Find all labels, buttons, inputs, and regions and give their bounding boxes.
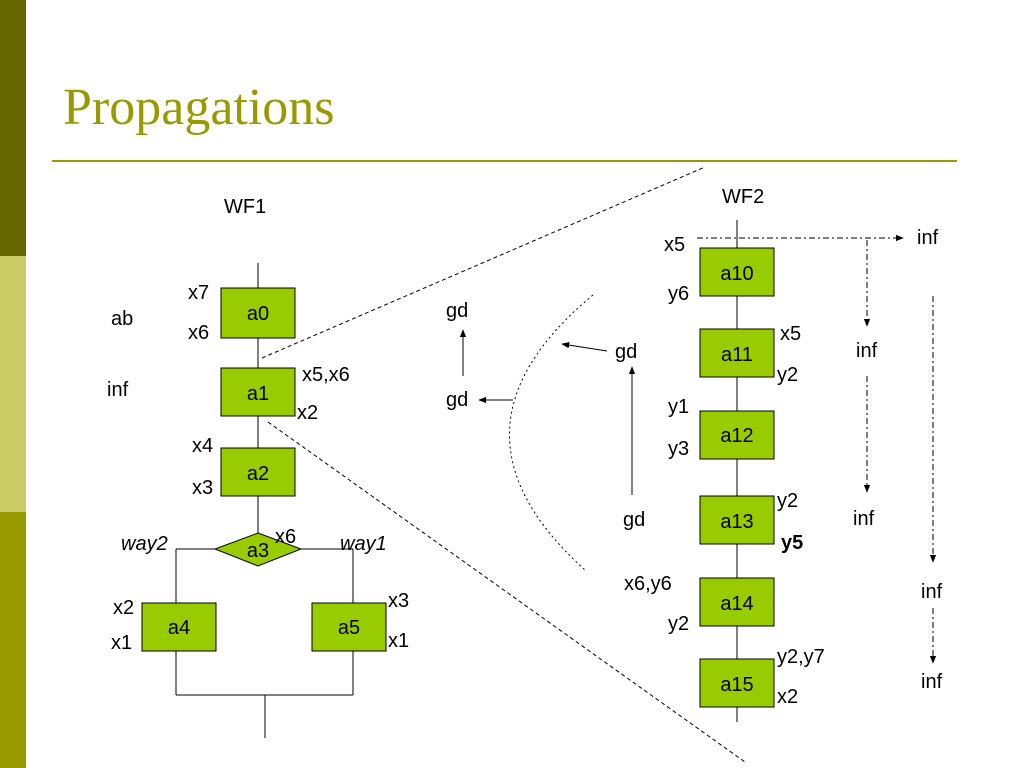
inf-label-3: inf [853,508,875,530]
a4-output-var: x1 [111,632,132,654]
activity-a14 [699,577,775,627]
decision-a3 [213,532,303,567]
a2-input-var: x4 [192,435,213,457]
branch-label-way1: way1 [340,533,387,555]
gd-label-bottom: gd [623,509,645,531]
a15-output-var: x2 [777,686,798,708]
activity-a12 [699,410,775,460]
activity-a11-label: a11 [721,344,753,366]
a4-input-var: x2 [113,597,134,619]
gd-label-right: gd [615,341,637,363]
gd-label-left: gd [446,389,468,411]
sidebar-band-dark [0,0,26,256]
sidebar-decoration [0,0,26,768]
activity-a1-label: a1 [247,383,269,405]
a15-input-var: y2,y7 [777,646,825,668]
a11-input-var: x5 [780,323,801,345]
activity-a13 [699,495,775,545]
activity-a15 [699,658,775,708]
a12-output-var: y3 [668,438,689,460]
activity-a10-label: a10 [720,263,753,285]
sidebar-band-light [0,256,26,512]
inf-label-4: inf [921,581,943,603]
inf-label-2: inf [856,340,878,362]
a3-var: x6 [275,526,296,548]
activity-a11 [699,328,775,378]
wf1-connectors [175,263,354,738]
side-label-ab: ab [111,308,133,330]
activity-a1 [220,367,296,417]
activity-a5 [311,602,387,652]
a2-output-var: x3 [192,477,213,499]
activity-a5-label: a5 [338,617,360,639]
sidebar-band-mid [0,512,26,768]
a13-input-var: y2 [777,490,798,512]
activity-a2 [220,447,296,497]
activity-a10 [699,247,775,297]
a1-output-var: x2 [297,402,318,424]
wf1-label: WF1 [224,196,266,218]
decision-a3-label: a3 [247,540,269,562]
activity-a4-label: a4 [168,617,190,639]
a14-output-var: y2 [668,613,689,635]
gd-label-top: gd [446,300,468,322]
a0-input-var: x7 [188,282,209,304]
side-label-inf: inf [107,379,129,401]
branch-label-way2: way2 [121,533,168,555]
a12-input-var: y1 [668,396,689,418]
a1-input-var: x5,x6 [302,364,350,386]
inf-label-1: inf [917,227,939,249]
zoom-line-top [261,166,706,359]
a10-input-var: x5 [664,234,685,256]
activity-a12-label: a12 [720,425,753,447]
a5-output-var: x1 [388,630,409,652]
inf-label-5: inf [921,671,943,693]
activity-a15-label: a15 [720,674,753,696]
a10-output-var: y6 [668,283,689,305]
a0-output-var: x6 [188,322,209,344]
activity-a0 [220,287,296,339]
activity-a14-label: a14 [720,593,753,615]
title-underline [52,160,957,162]
a5-input-var: x3 [388,590,409,612]
activity-a0-label: a0 [247,303,269,325]
a14-input-var: x6,y6 [624,573,672,595]
propagation-boundary-curve [509,294,594,571]
activity-a4 [141,602,217,652]
activity-a13-label: a13 [720,511,753,533]
gd-diagonal-arrow [561,341,608,352]
slide-title: Propagations [63,79,335,136]
wf2-label: WF2 [722,186,764,208]
zoom-line-bottom [267,421,746,763]
activity-a2-label: a2 [247,463,269,485]
a11-output-var: y2 [777,364,798,386]
a13-output-var: y5 [781,532,803,554]
